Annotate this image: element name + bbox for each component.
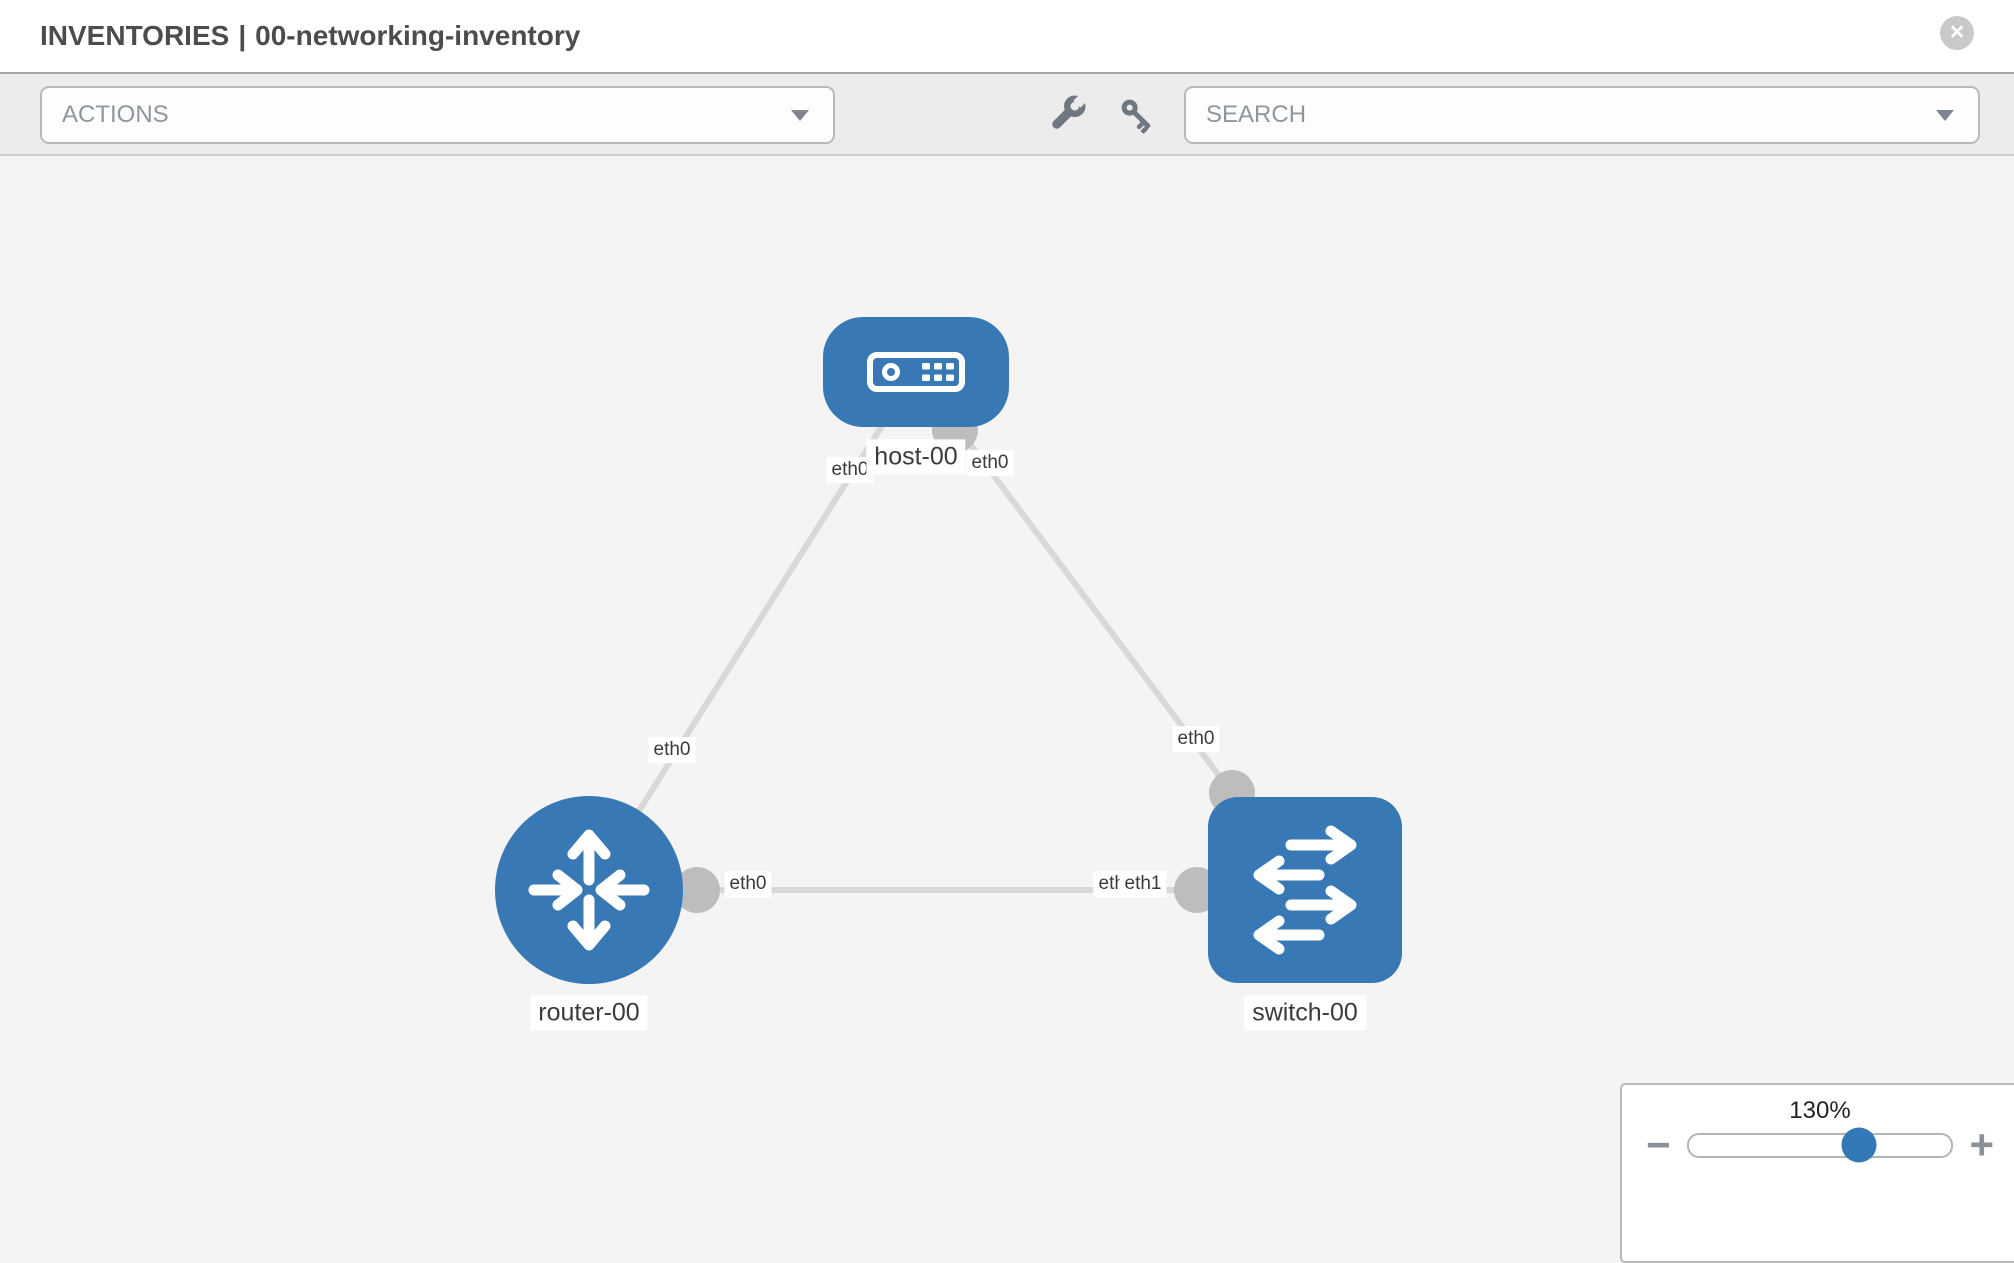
node-label-host-00: host-00 <box>866 439 966 475</box>
server-icon <box>867 352 965 392</box>
interface-port <box>674 867 720 913</box>
wrench-icon[interactable] <box>1045 92 1089 136</box>
zoom-panel: 130% − + <box>1620 1083 2014 1263</box>
router-node-shape <box>495 796 683 984</box>
router-arrows-icon <box>528 829 650 951</box>
node-label-switch-00: switch-00 <box>1244 995 1366 1031</box>
interface-label: eth0 <box>826 457 874 483</box>
interface-label: eth0 <box>648 737 696 763</box>
chevron-down-icon <box>1936 110 1954 121</box>
search-dropdown-label: SEARCH <box>1206 101 1307 128</box>
zoom-in-button[interactable]: + <box>1969 1121 1994 1168</box>
page-title: INVENTORIES | 00-networking-inventory <box>40 20 580 52</box>
actions-dropdown-label: ACTIONS <box>62 101 169 128</box>
zoom-slider[interactable] <box>1686 1127 1954 1163</box>
node-label-router-00: router-00 <box>530 995 648 1031</box>
interface-label: eth1 <box>1119 871 1167 897</box>
node-router-00[interactable] <box>495 796 683 984</box>
zoom-out-button[interactable]: − <box>1646 1121 1671 1168</box>
topology-graph <box>495 317 1402 984</box>
chevron-down-icon <box>791 110 809 121</box>
toolbar: ACTIONS SEARCH <box>0 72 2014 156</box>
interface-label: eth0 <box>1172 726 1220 752</box>
key-icon[interactable] <box>1114 92 1158 136</box>
close-icon: × <box>1949 17 1965 46</box>
host-node-shape <box>823 317 1009 427</box>
actions-dropdown[interactable]: ACTIONS <box>40 86 835 144</box>
close-button[interactable]: × <box>1940 16 1974 50</box>
node-switch-00[interactable] <box>1208 797 1402 983</box>
title-separator: | <box>238 20 247 51</box>
page-header: INVENTORIES | 00-networking-inventory × <box>0 0 2014 72</box>
interface-label: eth0 <box>724 871 772 897</box>
zoom-controls: − + <box>1622 1123 2014 1167</box>
breadcrumb-section: INVENTORIES <box>40 20 230 51</box>
interface-label: eth0 <box>966 450 1014 476</box>
inventory-name: 00-networking-inventory <box>255 20 581 51</box>
node-host-00[interactable] <box>823 317 1009 427</box>
search-dropdown[interactable]: SEARCH <box>1184 86 1980 144</box>
switch-node-shape <box>1208 797 1402 983</box>
zoom-level-label: 130% <box>1789 1097 1851 1124</box>
switch-arrows-icon <box>1253 825 1357 955</box>
zoom-slider-thumb[interactable] <box>1841 1127 1877 1163</box>
